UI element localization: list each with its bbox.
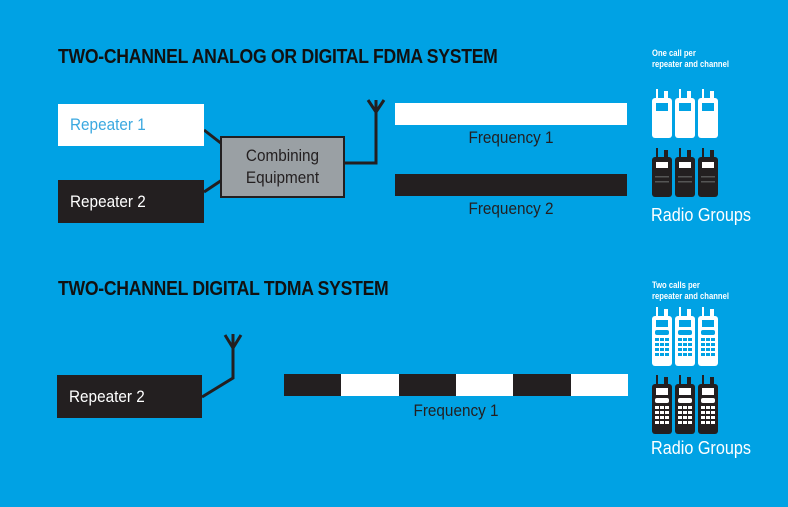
frequency-1-channel-bar [395,103,627,125]
tdma-time-slot-white [455,374,514,396]
white-keypad-radio-icon [675,307,695,366]
repeater-1-box: Repeater 1 [58,104,204,146]
tdma-antenna-icon [223,334,243,349]
frequency-1-label-wrap: Frequency 1 [395,128,627,148]
fdma-note-line1: One call per [652,48,696,58]
tdma-note: Two calls per repeater and channel [652,280,729,302]
combining-equipment-box: Combining Equipment [220,136,345,198]
fdma-radio-groups [652,89,718,197]
white-keypad-radio-icon [698,307,718,366]
black-radio-icon [652,148,672,197]
black-radio-icon [698,148,718,197]
white-radio-icon [652,89,672,138]
tdma-time-slot-white [570,374,628,396]
fdma-antenna-icon [366,99,386,113]
white-keypad-radio-icon [652,307,672,366]
frequency-1-label: Frequency 1 [468,128,554,147]
fdma-title: TWO-CHANNEL ANALOG OR DIGITAL FDMA SYSTE… [58,46,498,68]
white-radio-icon [675,89,695,138]
combiner-label-line2: Equipment [245,168,320,187]
fdma-note: One call per repeater and channel [652,48,729,70]
tdma-frequency-label: Frequency 1 [413,401,499,420]
combiner-label-line1: Combining [245,146,320,165]
white-radio-icon [698,89,718,138]
tdma-note-line1: Two calls per [652,280,700,290]
tdma-time-slot-white [341,374,399,396]
tdma-radio-groups [652,307,718,434]
tdma-frequency-label-wrap: Frequency 1 [284,401,628,421]
frequency-2-label-wrap: Frequency 2 [395,199,627,219]
tdma-repeater-box: Repeater 2 [57,375,202,418]
tdma-time-slot-dark [284,374,342,396]
frequency-2-label: Frequency 2 [468,199,554,218]
combiner-to-antenna-wire [343,112,378,165]
black-keypad-radio-icon [652,375,672,434]
tdma-repeater-label: Repeater 2 [69,386,145,406]
fdma-radio-groups-label: Radio Groups [651,205,751,225]
fdma-note-line2: repeater and channel [652,59,729,69]
repeater1-wire [203,128,223,146]
tdma-time-slot-dark [398,374,456,396]
tdma-note-line2: repeater and channel [652,291,729,301]
repeater-2-box: Repeater 2 [58,180,204,223]
black-keypad-radio-icon [675,375,695,434]
tdma-time-slot-dark [513,374,571,396]
tdma-title: TWO-CHANNEL DIGITAL TDMA SYSTEM [58,278,389,300]
frequency-2-channel-bar [395,174,627,196]
tdma-channel-bar [284,374,628,396]
tdma-radio-groups-label: Radio Groups [651,438,751,458]
black-keypad-radio-icon [698,375,718,434]
repeater-1-label: Repeater 1 [70,115,146,134]
repeater-2-label: Repeater 2 [70,191,146,211]
black-radio-icon [675,148,695,197]
tdma-repeater-wire [201,348,235,399]
repeater2-wire [203,178,223,194]
